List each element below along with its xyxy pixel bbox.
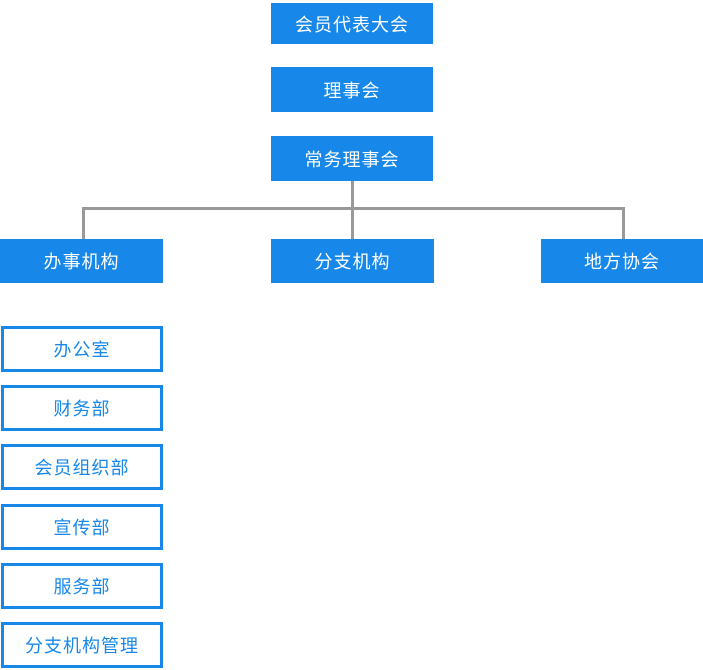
node-local-associations: 地方协会 (541, 239, 703, 283)
dept-finance: 财务部 (1, 385, 163, 431)
dept-membership-organization: 会员组织部 (1, 444, 163, 490)
node-member-assembly: 会员代表大会 (271, 3, 433, 44)
dept-service: 服务部 (1, 563, 163, 609)
node-office-agencies: 办事机构 (0, 239, 163, 283)
node-council: 理事会 (271, 67, 433, 112)
dept-general-office: 办公室 (1, 326, 163, 372)
connector-drop-right (622, 207, 625, 239)
connector-drop-center (351, 207, 354, 239)
dept-branch-management: 分支机构管理 (1, 622, 163, 668)
node-standing-council: 常务理事会 (271, 136, 433, 181)
node-branch-organizations: 分支机构 (271, 239, 434, 283)
connector-stub (351, 181, 354, 208)
dept-publicity: 宣传部 (1, 504, 163, 550)
connector-drop-left (82, 207, 85, 239)
